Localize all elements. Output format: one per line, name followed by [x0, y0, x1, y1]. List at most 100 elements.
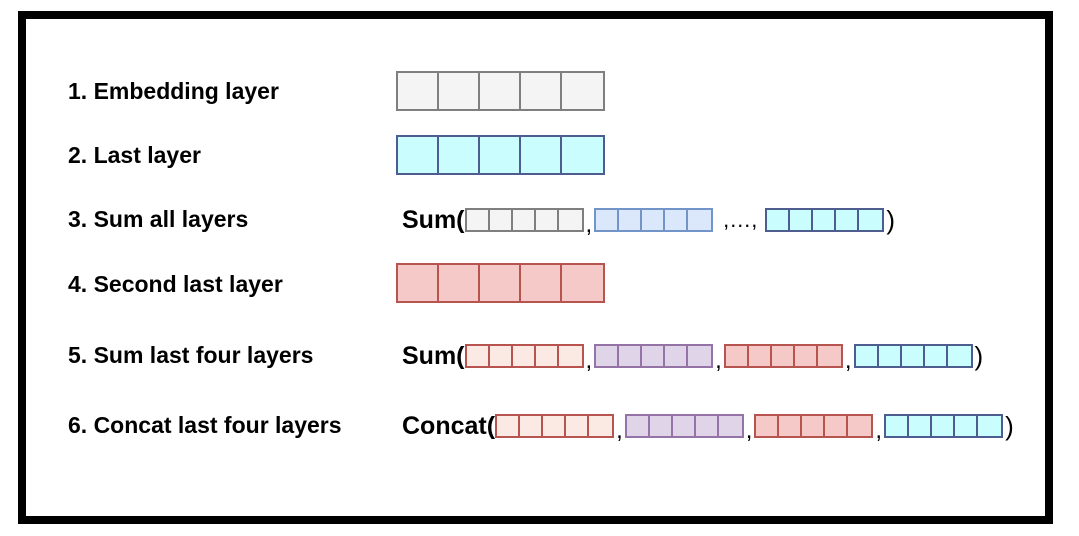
- second-last-layer-vector-small: [754, 414, 874, 438]
- vector-cell: [790, 210, 814, 230]
- vector-cell: [439, 73, 480, 109]
- vector-cell: [566, 416, 590, 436]
- vector-cell: [398, 73, 439, 109]
- third-last-layer-vector-small: [624, 414, 744, 438]
- vector-cell: [589, 416, 612, 436]
- vector-cell: [619, 210, 643, 230]
- vector-cell: [978, 416, 1001, 436]
- vector-cell: [756, 416, 780, 436]
- vector-cell: [480, 137, 521, 173]
- last-layer-vector: [396, 135, 605, 175]
- vector-cell: [559, 346, 582, 366]
- vector-cell: [480, 73, 521, 109]
- vector-cell: [688, 210, 711, 230]
- concat-last-four-formula: Concat( , , , ): [402, 411, 1014, 443]
- vector-cell: [726, 346, 749, 366]
- vector-cell: [856, 346, 879, 366]
- vector-cell: [772, 346, 795, 366]
- vector-cell: [398, 137, 439, 173]
- vector-cell: [767, 210, 791, 230]
- vector-cell: [848, 416, 871, 436]
- concat-operator: Concat(: [402, 411, 496, 440]
- vector-cell: [818, 346, 841, 366]
- sum-last-four-formula: Sum( , , , ): [402, 341, 984, 373]
- vector-cell: [955, 416, 979, 436]
- vector-cell: [619, 346, 643, 366]
- vector-cell: [665, 210, 689, 230]
- vector-cell: [439, 137, 480, 173]
- third-last-layer-vector-small: [594, 344, 714, 368]
- vector-cell: [719, 416, 742, 436]
- vector-cell: [859, 210, 882, 230]
- vector-cell: [536, 210, 559, 230]
- vector-cell: [642, 346, 666, 366]
- vector-cell: [521, 265, 562, 301]
- vector-cell: [825, 416, 849, 436]
- row-label-concat-last-four: 6. Concat last four layers: [68, 412, 342, 438]
- close-paren: ): [974, 341, 984, 371]
- vector-cell: [902, 346, 925, 366]
- second-last-layer-vector: [396, 263, 605, 303]
- close-paren: ): [1005, 411, 1014, 441]
- comma: ,: [585, 211, 593, 238]
- row-label-sum-all: 3. Sum all layers: [68, 206, 249, 232]
- comma: ,: [875, 417, 883, 444]
- vector-cell: [490, 346, 513, 366]
- vector-cell: [932, 416, 956, 436]
- vector-cell: [688, 346, 711, 366]
- row-label-last-layer: 2. Last layer: [68, 142, 201, 168]
- vector-cell: [543, 416, 567, 436]
- vector-cell: [513, 210, 536, 230]
- vector-cell: [536, 346, 559, 366]
- vector-cell: [642, 210, 666, 230]
- vector-cell: [795, 346, 818, 366]
- embedding-vector-small: [464, 208, 584, 232]
- vector-cell: [696, 416, 719, 436]
- vector-cell: [665, 346, 689, 366]
- vector-cell: [520, 416, 544, 436]
- vector-cell: [596, 346, 620, 366]
- row-label-sum-last-four: 5. Sum last four layers: [68, 342, 314, 368]
- vector-cell: [627, 416, 650, 436]
- second-last-layer-vector-small: [723, 344, 843, 368]
- vector-cell: [909, 416, 933, 436]
- embedding-layer-vector: [396, 71, 605, 111]
- sum-operator: Sum(: [402, 205, 465, 234]
- comma: ,: [844, 347, 852, 374]
- sum-operator: Sum(: [402, 341, 465, 370]
- vector-cell: [559, 210, 582, 230]
- fourth-last-layer-vector-small: [495, 414, 615, 438]
- vector-cell: [480, 265, 521, 301]
- close-paren: ): [886, 205, 896, 235]
- layer-vector-small-blue: [594, 208, 714, 232]
- ellipsis: ,…,: [723, 207, 758, 232]
- fourth-last-layer-vector-small: [464, 344, 584, 368]
- vector-cell: [562, 265, 603, 301]
- vector-cell: [439, 265, 480, 301]
- row-label-second-last: 4. Second last layer: [68, 271, 283, 297]
- vector-cell: [802, 416, 826, 436]
- vector-cell: [521, 73, 562, 109]
- vector-cell: [749, 346, 772, 366]
- vector-cell: [779, 416, 803, 436]
- vector-cell: [650, 416, 673, 436]
- vector-cell: [467, 346, 490, 366]
- comma: ,: [616, 417, 623, 444]
- vector-cell: [398, 265, 439, 301]
- vector-cell: [813, 210, 837, 230]
- sum-all-formula: Sum( , ,…, ): [402, 205, 896, 237]
- vector-cell: [497, 416, 521, 436]
- vector-cell: [467, 210, 490, 230]
- vector-cell: [879, 346, 902, 366]
- comma: ,: [585, 347, 593, 374]
- vector-cell: [948, 346, 971, 366]
- vector-cell: [836, 210, 860, 230]
- vector-cell: [562, 137, 603, 173]
- row-label-embedding: 1. Embedding layer: [68, 78, 279, 104]
- vector-cell: [562, 73, 603, 109]
- vector-cell: [925, 346, 948, 366]
- vector-cell: [521, 137, 562, 173]
- vector-cell: [513, 346, 536, 366]
- last-layer-vector-small: [765, 208, 885, 232]
- vector-cell: [596, 210, 620, 230]
